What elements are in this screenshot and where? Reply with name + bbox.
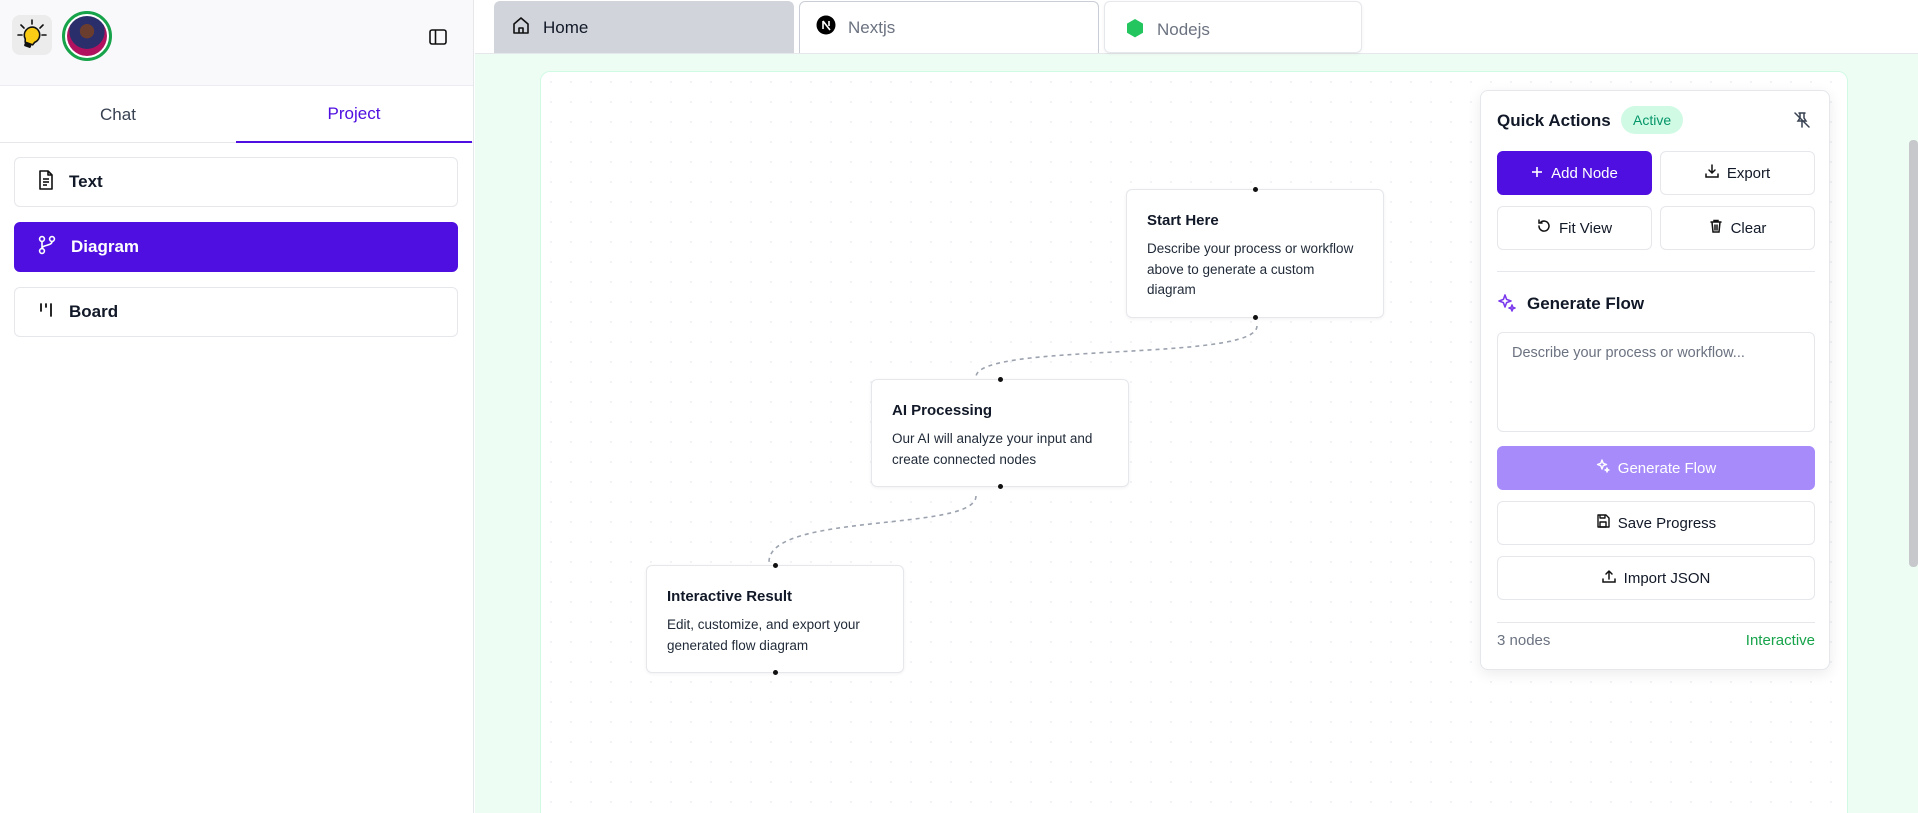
edge-ai-to-result bbox=[768, 495, 977, 563]
sparkles-icon bbox=[1497, 293, 1517, 318]
sidebar-item-label: Text bbox=[69, 172, 103, 191]
sidebar: Chat Project Text Diagram Board bbox=[0, 0, 474, 813]
tab-label: Home bbox=[543, 17, 589, 37]
export-label: Export bbox=[1726, 164, 1771, 182]
tab-nodejs[interactable]: Nodejs bbox=[1104, 1, 1362, 53]
node-title: AI Processing bbox=[892, 402, 993, 419]
git-branch-icon bbox=[37, 235, 57, 260]
sidebar-item-diagram[interactable]: Diagram bbox=[14, 222, 458, 272]
generate-flow-label: Generate Flow bbox=[1617, 459, 1717, 477]
quick-actions-title: Quick Actions bbox=[1497, 111, 1611, 130]
status-badge: Active bbox=[1621, 106, 1684, 134]
lightbulb-logo-icon[interactable] bbox=[12, 15, 52, 55]
sidebar-header bbox=[0, 0, 473, 86]
sidebar-tabs: Chat Project bbox=[0, 86, 473, 143]
flow-node-start[interactable]: Start Here Describe your process or work… bbox=[1126, 187, 1384, 320]
sidebar-item-board[interactable]: Board bbox=[14, 287, 458, 337]
fit-view-label: Fit View bbox=[1558, 219, 1613, 237]
clear-label: Clear bbox=[1730, 219, 1767, 237]
edge-start-to-ai bbox=[975, 325, 1258, 378]
sidebar-item-label: Diagram bbox=[71, 237, 140, 256]
node-title: Interactive Result bbox=[667, 588, 793, 605]
upload-icon bbox=[1601, 569, 1616, 587]
document-icon bbox=[37, 169, 55, 195]
trash-icon bbox=[1709, 219, 1723, 237]
node-title: Start Here bbox=[1147, 212, 1219, 229]
save-progress-button[interactable]: Save Progress bbox=[1497, 501, 1815, 545]
tab-chat[interactable]: Chat bbox=[100, 104, 136, 124]
node-description: Describe your process or workflow above … bbox=[1147, 241, 1354, 297]
mode-status: Interactive bbox=[1745, 632, 1815, 649]
generate-flow-title: Generate Flow bbox=[1527, 294, 1645, 313]
save-icon bbox=[1596, 514, 1610, 532]
tab-label: Nodejs bbox=[1157, 20, 1210, 39]
import-json-button[interactable]: Import JSON bbox=[1497, 556, 1815, 600]
node-handle-top[interactable] bbox=[997, 377, 1003, 382]
fit-view-button[interactable]: Fit View bbox=[1497, 206, 1652, 250]
node-handle-bottom[interactable] bbox=[1252, 314, 1258, 320]
unpin-icon[interactable] bbox=[1793, 111, 1811, 129]
import-json-label: Import JSON bbox=[1623, 569, 1711, 587]
main-area: Home Nextjs Nodejs bbox=[475, 0, 1918, 813]
sidebar-item-text[interactable]: Text bbox=[14, 157, 458, 207]
clear-button[interactable]: Clear bbox=[1660, 206, 1815, 250]
divider bbox=[1497, 271, 1815, 272]
divider bbox=[1497, 622, 1815, 623]
node-handle-bottom[interactable] bbox=[997, 484, 1003, 489]
tab-bar: Home Nextjs Nodejs bbox=[475, 0, 1918, 54]
sidebar-toggle-icon[interactable] bbox=[426, 25, 450, 49]
flow-node-ai-processing[interactable]: AI Processing Our AI will analyze your i… bbox=[871, 377, 1129, 489]
sparkles-icon bbox=[1596, 459, 1610, 477]
export-button[interactable]: Export bbox=[1660, 151, 1815, 195]
node-handle-top[interactable] bbox=[772, 563, 778, 568]
flow-description-input[interactable] bbox=[1497, 332, 1815, 432]
home-icon bbox=[511, 15, 531, 40]
kanban-icon bbox=[37, 301, 55, 324]
node-count: 3 nodes bbox=[1497, 632, 1551, 649]
tab-nextjs[interactable]: Nextjs bbox=[799, 1, 1099, 53]
quick-actions-panel: Quick Actions Active Add Node Export bbox=[1480, 90, 1830, 670]
nodejs-logo-icon bbox=[1125, 18, 1145, 43]
node-description: Edit, customize, and export your generat… bbox=[667, 617, 860, 653]
download-icon bbox=[1705, 164, 1719, 182]
rotate-icon bbox=[1537, 219, 1551, 237]
flow-node-interactive-result[interactable]: Interactive Result Edit, customize, and … bbox=[646, 563, 904, 675]
tab-label: Nextjs bbox=[848, 17, 896, 37]
add-node-label: Add Node bbox=[1551, 164, 1618, 182]
avatar[interactable] bbox=[62, 11, 112, 61]
node-handle-bottom[interactable] bbox=[772, 670, 778, 675]
node-handle-top[interactable] bbox=[1252, 187, 1258, 192]
tab-home[interactable]: Home bbox=[494, 1, 794, 53]
node-description: Our AI will analyze your input and creat… bbox=[892, 431, 1093, 467]
add-node-button[interactable]: Add Node bbox=[1497, 151, 1652, 195]
sidebar-item-label: Board bbox=[69, 302, 119, 321]
tab-project[interactable]: Project bbox=[236, 86, 472, 143]
save-progress-label: Save Progress bbox=[1617, 514, 1717, 532]
vertical-scrollbar[interactable] bbox=[1909, 140, 1918, 567]
nextjs-logo-icon bbox=[816, 15, 836, 40]
flow-canvas[interactable]: Start Here Describe your process or work… bbox=[540, 71, 1848, 813]
plus-icon bbox=[1531, 165, 1543, 182]
generate-flow-button[interactable]: Generate Flow bbox=[1497, 446, 1815, 490]
